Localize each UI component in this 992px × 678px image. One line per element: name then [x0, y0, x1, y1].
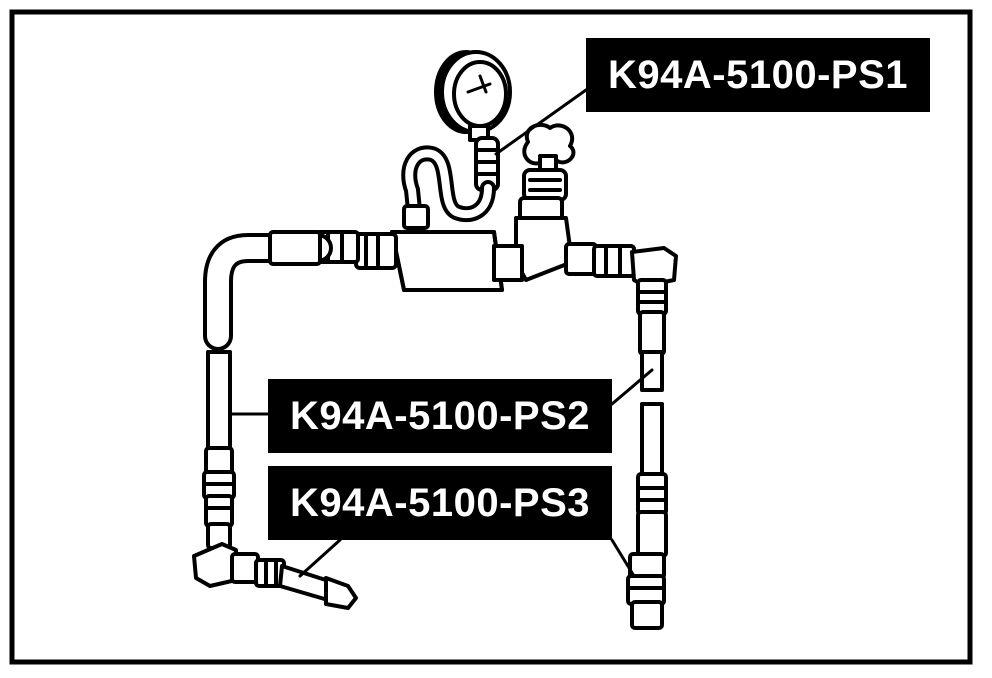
leader-line-ps3-right: [610, 538, 636, 578]
part-label-ps3: K94A-5100-PS3: [268, 466, 612, 540]
part-label-ps2: K94A-5100-PS2: [268, 379, 612, 453]
leader-line-ps2-right: [610, 368, 654, 406]
leader-line-ps3-left: [298, 538, 342, 578]
manifold-right-fittings: [564, 242, 678, 288]
pressure-gauge: [434, 50, 512, 142]
hose-left-lower: [202, 350, 236, 550]
hose-left-upper: [203, 230, 333, 351]
leader-line-ps1: [494, 88, 588, 156]
manifold-body: [390, 230, 524, 292]
hose-right-lower: [626, 402, 668, 630]
siphon-coil-tube: [401, 145, 496, 230]
part-label-ps1: K94A-5100-PS1: [586, 38, 930, 112]
hose-right-upper: [636, 278, 668, 392]
bottom-left-elbow-adapter: [192, 542, 358, 610]
shutoff-valve: [514, 122, 576, 282]
